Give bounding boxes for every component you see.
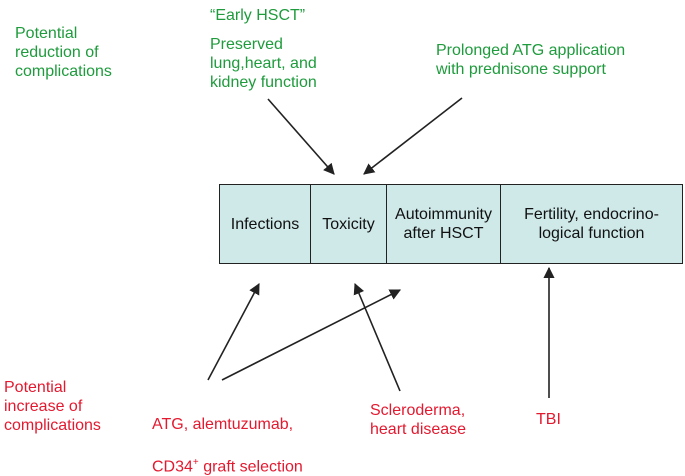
- arrow-preserved-to-toxicity: [267, 98, 335, 175]
- prolonged-atg-label: Prolonged ATG application with prednison…: [436, 42, 626, 78]
- arrow-atg-to-toxicity: [363, 97, 463, 175]
- atg-line2-rest: graft selection: [198, 458, 303, 476]
- arrow-scleroderma-to-toxicity: [353, 282, 401, 392]
- complication-bar: Infections Toxicity Autoimmunity after H…: [219, 184, 683, 264]
- cell-toxicity: Toxicity: [311, 185, 387, 263]
- atg-line1: ATG, alemtuzumab,: [152, 416, 294, 433]
- cell-fertility: Fertility, endocrino- logical function: [501, 185, 682, 263]
- cell-infections: Infections: [220, 185, 311, 263]
- tbi-label: TBI: [536, 411, 561, 428]
- cell-autoimmunity: Autoimmunity after HSCT: [387, 185, 501, 263]
- scleroderma-label: Scleroderma, heart disease: [370, 402, 467, 438]
- reduction-label: Potential reduction of complications: [15, 25, 112, 80]
- atg-line2-main: CD34: [152, 458, 193, 476]
- increase-label: Potential increase of complications: [4, 379, 101, 434]
- arrows-layer: [207, 97, 555, 398]
- early-hsct-label: “Early HSCT”: [210, 7, 306, 24]
- arrow-atg-to-infections: [207, 283, 260, 381]
- atg-alemtuzumab-label: ATG, alemtuzumab, CD34+ graft selection: [152, 396, 303, 476]
- preserved-function-label: Preserved lung,heart, and kidney functio…: [210, 36, 317, 91]
- arrow-atg-to-autoimmunity: [221, 289, 401, 381]
